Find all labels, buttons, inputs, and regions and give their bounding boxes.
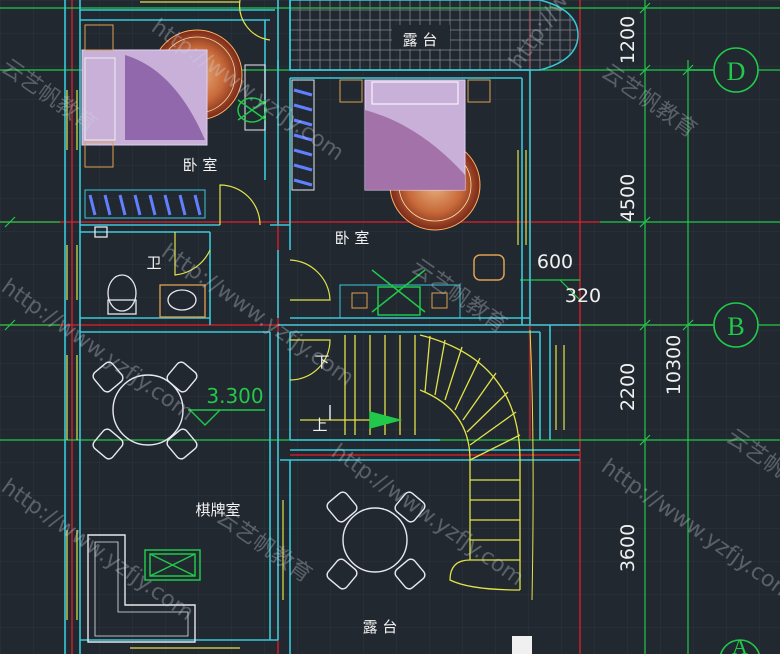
main-bedroom-furniture	[291, 79, 505, 319]
doors	[174, 0, 331, 381]
top-terrace	[289, 0, 579, 71]
dimension-1200: 1200	[617, 16, 639, 64]
room-label-bedroom-main: 卧 室	[335, 229, 370, 247]
marker-block	[512, 636, 532, 654]
dimension-labels: 1200 4500 2200 3600 10300 600 320	[537, 16, 685, 572]
left-bedroom-furniture	[81, 24, 267, 219]
axis-bubbles	[688, 47, 760, 654]
dimension-4500: 4500	[617, 174, 639, 222]
room-label-mahjong: 棋牌室	[195, 501, 240, 519]
dimension-320: 320	[565, 285, 601, 307]
axis-label-a: A	[732, 634, 748, 654]
room-labels: 露 台 卧 室 卧 室 卫 棋牌室 露 台 下 上	[146, 31, 437, 636]
walls	[64, 0, 580, 654]
room-label-terrace-top: 露 台	[403, 31, 438, 49]
axis-label-d: D	[727, 57, 746, 86]
bathroom-fixtures	[94, 226, 206, 318]
mahjong-furniture	[87, 361, 426, 643]
elevation-label: 3.300	[206, 384, 263, 408]
stair-label-down: 下	[314, 353, 329, 371]
dimension-3600: 3600	[617, 524, 639, 572]
elevation-mark	[188, 409, 265, 426]
dimension-2200: 2200	[617, 363, 639, 411]
axis-label-b: B	[727, 312, 744, 341]
room-label-terrace-bottom: 露 台	[363, 618, 398, 636]
room-label-bathroom: 卫	[146, 254, 161, 272]
stair-label-up: 上	[312, 416, 327, 434]
tv-cabinet	[144, 549, 201, 581]
room-label-bedroom-left: 卧 室	[183, 156, 218, 174]
windows	[66, 1, 565, 649]
dimension-10300: 10300	[663, 335, 685, 395]
staircase	[300, 329, 534, 601]
dimension-600: 600	[537, 251, 573, 273]
